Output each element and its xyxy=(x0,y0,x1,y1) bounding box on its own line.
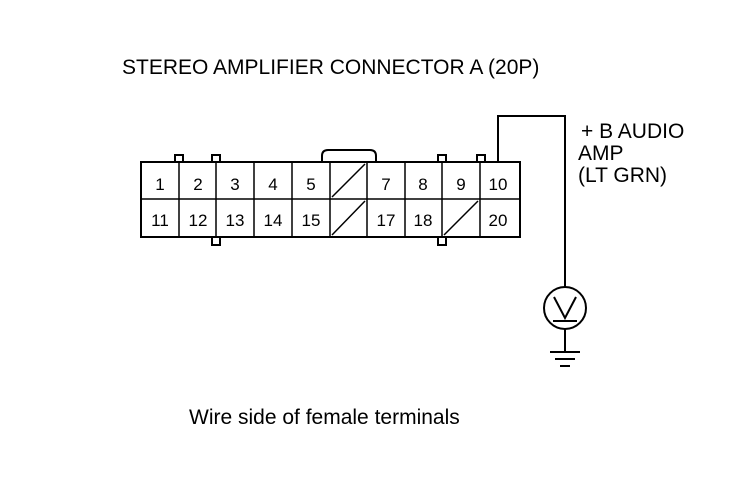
terminal-12: 12 xyxy=(189,211,208,230)
terminal-1: 1 xyxy=(155,175,164,194)
blank-cavity-16 xyxy=(331,200,366,236)
terminal-3: 3 xyxy=(230,175,239,194)
connector-lug xyxy=(437,236,447,246)
terminal-20: 20 xyxy=(489,211,508,230)
wire-label: + B AUDIO AMP (LT GRN) xyxy=(578,120,684,187)
connector-lug xyxy=(211,236,221,246)
wire-label-line1: + B AUDIO xyxy=(581,120,684,143)
voltmeter-icon xyxy=(543,286,587,330)
terminal-15: 15 xyxy=(302,211,321,230)
ground-icon xyxy=(550,351,580,367)
probe-wire xyxy=(497,115,566,287)
terminal-2: 2 xyxy=(193,175,202,194)
blank-cavity-19 xyxy=(443,200,479,236)
diagram-title: STEREO AMPLIFIER CONNECTOR A (20P) xyxy=(122,56,539,79)
diagram-caption: Wire side of female terminals xyxy=(189,406,460,429)
terminal-7: 7 xyxy=(381,175,390,194)
terminal-9: 9 xyxy=(456,175,465,194)
terminal-5: 5 xyxy=(306,175,315,194)
terminal-4: 4 xyxy=(268,175,277,194)
wire-label-line2: AMP xyxy=(578,142,624,165)
terminal-13: 13 xyxy=(226,211,245,230)
terminal-11: 11 xyxy=(151,211,169,230)
terminal-17: 17 xyxy=(377,211,396,230)
terminal-18: 18 xyxy=(414,211,433,230)
terminal-14: 14 xyxy=(264,211,283,230)
wire-label-line3: (LT GRN) xyxy=(578,164,667,187)
terminal-10: 10 xyxy=(489,175,508,194)
connector-a-20p: 1 2 3 4 5 7 8 9 10 11 12 13 14 15 17 18 … xyxy=(140,149,521,246)
blank-cavity-6 xyxy=(331,163,366,198)
terminal-8: 8 xyxy=(418,175,427,194)
